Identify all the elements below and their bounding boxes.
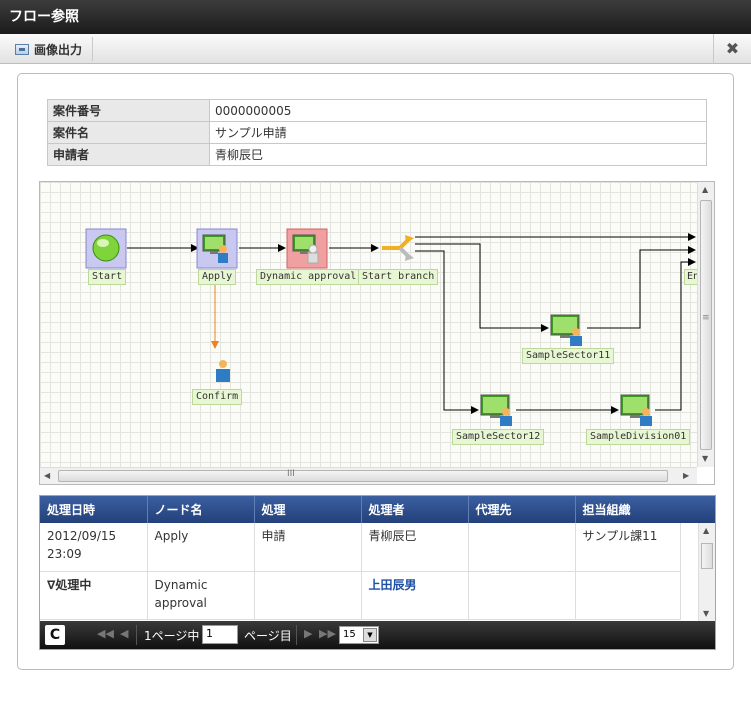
- info-row-case-name: 案件名 サンプル申請: [47, 121, 707, 144]
- first-page-icon[interactable]: ◀◀: [97, 627, 114, 640]
- history-action: [254, 571, 362, 620]
- info-row-applicant: 申請者 青柳辰巳: [47, 143, 707, 166]
- dynamic-approval-node-label[interactable]: Dynamic approval: [256, 269, 361, 285]
- case-number-value: 0000000005: [209, 99, 707, 122]
- scroll-up-icon[interactable]: ▲: [702, 185, 709, 194]
- history-scroll-up-icon[interactable]: ▲: [703, 526, 710, 535]
- history-proxy: [468, 523, 576, 572]
- image-export-label: 画像出力: [34, 42, 83, 57]
- applicant-value: 青柳辰巳: [209, 143, 707, 166]
- col-processor[interactable]: 処理者: [361, 496, 469, 523]
- scroll-left-icon[interactable]: ◀: [44, 471, 51, 480]
- process-history-panel: 処理日時 ノード名 処理 処理者 代理先 担当組織 2012/09/15 23:…: [39, 495, 716, 650]
- history-user-link[interactable]: 上田辰男: [361, 571, 469, 620]
- applicant-label: 申請者: [47, 143, 210, 166]
- history-node: Apply: [147, 523, 255, 572]
- history-node: Dynamic approval: [147, 571, 255, 620]
- history-vertical-scrollbar[interactable]: ▲ ▼: [698, 523, 715, 621]
- scroll-down-icon[interactable]: ▼: [702, 454, 709, 463]
- vscroll-grip-icon: ≡: [702, 313, 710, 323]
- dynamic-approval-node-icon: [286, 228, 328, 269]
- history-user: 青柳辰巳: [361, 523, 469, 572]
- sample-sector11-node-label[interactable]: SampleSector11: [522, 348, 615, 364]
- per-page-value: 15: [343, 629, 356, 640]
- flow-canvas: Start Apply Dynamic approval Start branc…: [40, 182, 703, 467]
- edge-division01-end: [655, 258, 696, 411]
- process-history-table: 処理日時 ノード名 処理 処理者 代理先 担当組織 2012/09/15 23:…: [40, 496, 681, 620]
- start-node-label[interactable]: Start: [88, 269, 127, 285]
- page-suffix-label: ページ目: [244, 629, 292, 643]
- header-filler: [680, 496, 715, 523]
- history-proxy: [468, 571, 576, 620]
- sample-sector11-node-icon: [550, 314, 582, 346]
- scroll-right-icon[interactable]: ▶: [683, 471, 690, 480]
- edge-branch-sector12: [415, 250, 479, 414]
- flow-hscroll-thumb[interactable]: III: [58, 469, 668, 482]
- pager-divider: [136, 625, 137, 645]
- history-datetime: 2012/09/15 23:09: [40, 523, 148, 572]
- history-status-processing: ∇処理中: [40, 571, 148, 620]
- window-title: フロー参照: [0, 0, 751, 34]
- apply-node-icon: [196, 228, 238, 269]
- toolbar: 画像出力 ✖: [0, 34, 751, 64]
- hscroll-grip-icon: III: [287, 469, 295, 479]
- prev-page-icon[interactable]: ◀: [120, 627, 129, 640]
- case-info-table: 案件番号 0000000005 案件名 サンプル申請 申請者 青柳辰巳: [47, 99, 707, 166]
- history-action: 申請: [254, 523, 362, 572]
- chevron-down-icon[interactable]: ▼: [363, 628, 377, 642]
- col-node-name[interactable]: ノード名: [147, 496, 255, 523]
- case-name-label: 案件名: [47, 121, 210, 144]
- sample-sector12-node-icon: [480, 394, 512, 426]
- per-page-select[interactable]: 15 ▼: [339, 626, 379, 644]
- col-proxy[interactable]: 代理先: [468, 496, 576, 523]
- history-vscroll-thumb[interactable]: [701, 543, 713, 569]
- pager-bar: C ◀◀ ◀ 1ページ中 1 ページ目 ▶ ▶▶ 15 ▼: [40, 621, 715, 649]
- sample-division01-node-icon: [620, 394, 652, 426]
- confirm-node-label[interactable]: Confirm: [192, 389, 243, 405]
- page-number-input[interactable]: 1: [202, 625, 238, 644]
- history-org: サンプル課11: [575, 523, 681, 572]
- close-button[interactable]: ✖: [713, 34, 751, 64]
- case-name-value: サンプル申請: [209, 121, 707, 144]
- info-row-case-number: 案件番号 0000000005: [47, 99, 707, 122]
- col-organization[interactable]: 担当組織: [575, 496, 681, 523]
- last-page-icon[interactable]: ▶▶: [319, 627, 336, 640]
- sample-sector12-node-label[interactable]: SampleSector12: [452, 429, 545, 445]
- pager-divider: [296, 625, 297, 645]
- sample-division01-node-label[interactable]: SampleDivision01: [586, 429, 691, 445]
- edge-sector11-end: [587, 246, 696, 329]
- history-header-row: 処理日時 ノード名 処理 処理者 代理先 担当組織: [40, 496, 681, 523]
- flow-connectors: [85, 228, 696, 426]
- history-org: [575, 571, 681, 620]
- start-node-icon: [85, 228, 127, 269]
- apply-node-label[interactable]: Apply: [198, 269, 237, 285]
- image-export-icon: [15, 43, 29, 55]
- table-row[interactable]: 2012/09/15 23:09 Apply 申請 青柳辰巳 サンプル課11: [40, 523, 681, 572]
- start-branch-node-label[interactable]: Start branch: [358, 269, 439, 285]
- col-datetime[interactable]: 処理日時: [40, 496, 148, 523]
- flow-horizontal-scrollbar[interactable]: ◀ III ▶: [40, 467, 697, 484]
- confirm-node-icon: [216, 360, 230, 382]
- page-prefix-label: 1ページ中: [144, 629, 200, 643]
- start-branch-node-icon: [382, 235, 414, 261]
- flow-vertical-scrollbar[interactable]: ▲ ≡ ▼: [697, 182, 714, 467]
- edge-branch-sector11: [415, 243, 549, 332]
- table-row[interactable]: ∇処理中 Dynamic approval 上田辰男: [40, 571, 681, 620]
- content-panel: 案件番号 0000000005 案件名 サンプル申請 申請者 青柳辰巳: [17, 73, 734, 670]
- image-export-button[interactable]: 画像出力: [9, 37, 94, 61]
- flow-vscroll-thumb[interactable]: ≡: [700, 200, 712, 450]
- history-scroll-down-icon[interactable]: ▼: [703, 609, 710, 618]
- refresh-icon[interactable]: C: [45, 625, 65, 645]
- flow-diagram-viewer[interactable]: Start Apply Dynamic approval Start branc…: [39, 181, 715, 485]
- case-number-label: 案件番号: [47, 99, 210, 122]
- col-action[interactable]: 処理: [254, 496, 362, 523]
- next-page-icon[interactable]: ▶: [304, 627, 313, 640]
